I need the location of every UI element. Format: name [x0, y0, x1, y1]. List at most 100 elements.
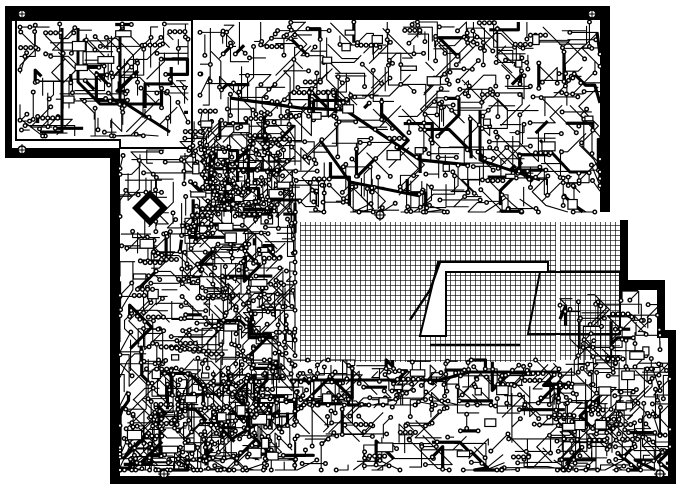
copper-trace [652, 413, 661, 436]
copper-trace [145, 332, 164, 364]
via [181, 168, 187, 174]
via [537, 150, 544, 156]
via [557, 412, 563, 418]
via [527, 120, 533, 126]
via [240, 147, 246, 153]
via [172, 29, 178, 35]
via [419, 444, 425, 450]
via [146, 273, 152, 279]
power-block-frame [12, 19, 193, 149]
via [204, 142, 210, 148]
via [637, 418, 643, 424]
via [179, 281, 185, 287]
copper-trace [500, 158, 525, 179]
via [406, 437, 412, 443]
via [305, 26, 311, 32]
via [165, 460, 171, 466]
via [182, 129, 188, 135]
copper-trace [371, 177, 386, 210]
via [263, 402, 269, 408]
via [236, 343, 242, 349]
via [476, 122, 482, 128]
copper-trace [76, 28, 160, 106]
copper-trace [436, 96, 461, 138]
via [632, 444, 638, 450]
copper-pour-island [526, 271, 621, 335]
via [517, 112, 523, 118]
via [225, 274, 231, 280]
via [600, 407, 606, 413]
via [283, 321, 289, 327]
component-pad [311, 111, 322, 120]
via [262, 132, 268, 139]
via [607, 443, 613, 449]
via [307, 368, 313, 374]
via [227, 112, 233, 118]
via [464, 425, 470, 431]
via [555, 422, 561, 428]
via [465, 360, 471, 366]
via [535, 400, 541, 406]
via [601, 315, 607, 321]
via [656, 361, 662, 367]
via [158, 189, 164, 195]
via [258, 42, 264, 48]
via [129, 280, 135, 286]
via [197, 346, 203, 352]
via [130, 73, 136, 79]
via [211, 378, 217, 384]
via [159, 252, 165, 258]
copper-trace [349, 79, 384, 106]
component-pad [598, 386, 612, 396]
via [595, 411, 601, 417]
via [293, 389, 299, 395]
via [215, 161, 221, 167]
via [202, 147, 208, 153]
via [647, 379, 653, 385]
via [567, 398, 573, 404]
via [268, 467, 274, 473]
via [258, 115, 264, 122]
via [128, 21, 134, 27]
via [146, 430, 152, 436]
copper-trace [247, 320, 276, 340]
copper-trace [301, 163, 317, 192]
via [276, 435, 282, 441]
via [520, 45, 526, 51]
copper-trace [290, 114, 334, 137]
via [269, 386, 276, 392]
via [130, 228, 136, 234]
copper-trace [233, 203, 264, 212]
via [292, 436, 298, 442]
via [230, 120, 236, 126]
via [233, 204, 239, 210]
via [567, 306, 573, 312]
via [367, 395, 373, 401]
via [210, 246, 216, 252]
via [606, 458, 612, 464]
copper-trace [335, 72, 366, 87]
via [612, 393, 618, 399]
via [411, 387, 417, 393]
via [135, 79, 141, 85]
via [163, 344, 169, 350]
copper-trace [132, 398, 152, 418]
via [218, 87, 224, 93]
via [560, 175, 566, 181]
via [286, 121, 292, 127]
via [213, 422, 219, 428]
via [586, 437, 592, 443]
copper-trace [489, 131, 539, 163]
via [626, 430, 632, 436]
copper-trace [275, 242, 286, 253]
copper-trace [626, 406, 641, 421]
copper-trace [494, 45, 513, 74]
via [580, 344, 586, 350]
via [586, 443, 592, 449]
copper-trace [361, 425, 374, 437]
component-pad [574, 419, 586, 431]
via [197, 71, 203, 77]
via [260, 196, 266, 202]
mounting-hole-icon [16, 144, 28, 156]
copper-trace [595, 303, 642, 321]
